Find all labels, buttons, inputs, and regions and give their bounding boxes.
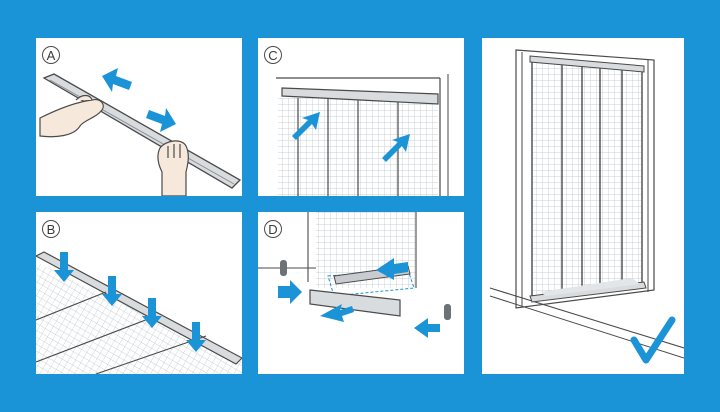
arrow-icon bbox=[278, 258, 440, 338]
top-rail bbox=[281, 87, 439, 105]
hand-icon bbox=[157, 140, 189, 196]
step-label-a: A bbox=[42, 46, 60, 64]
step-d-illustration bbox=[258, 212, 451, 338]
double-arrow-icon bbox=[102, 68, 176, 132]
step-label-b: B bbox=[42, 220, 60, 238]
step-label-d: D bbox=[264, 220, 282, 238]
arrow-icon bbox=[292, 112, 410, 162]
arrow-icon bbox=[54, 252, 206, 352]
hand-icon bbox=[39, 94, 104, 138]
panel-result bbox=[482, 38, 684, 374]
step-a-illustration bbox=[39, 68, 242, 196]
checkmark-icon bbox=[630, 316, 676, 364]
mesh-panels bbox=[36, 262, 242, 374]
clip bbox=[280, 260, 287, 276]
step-b-illustration bbox=[36, 251, 242, 374]
panel-step-c: C bbox=[258, 38, 464, 196]
clip bbox=[444, 304, 451, 320]
threshold-rail bbox=[309, 289, 401, 317]
mesh-curtain bbox=[532, 60, 642, 300]
step-label-c: C bbox=[264, 46, 282, 64]
panel-step-a: A bbox=[36, 38, 242, 196]
step-c-illustration bbox=[276, 74, 449, 196]
panel-step-d: D bbox=[258, 212, 464, 374]
panel-step-b: B bbox=[36, 212, 242, 374]
result-illustration bbox=[489, 49, 684, 364]
bottom-rail bbox=[36, 251, 242, 365]
